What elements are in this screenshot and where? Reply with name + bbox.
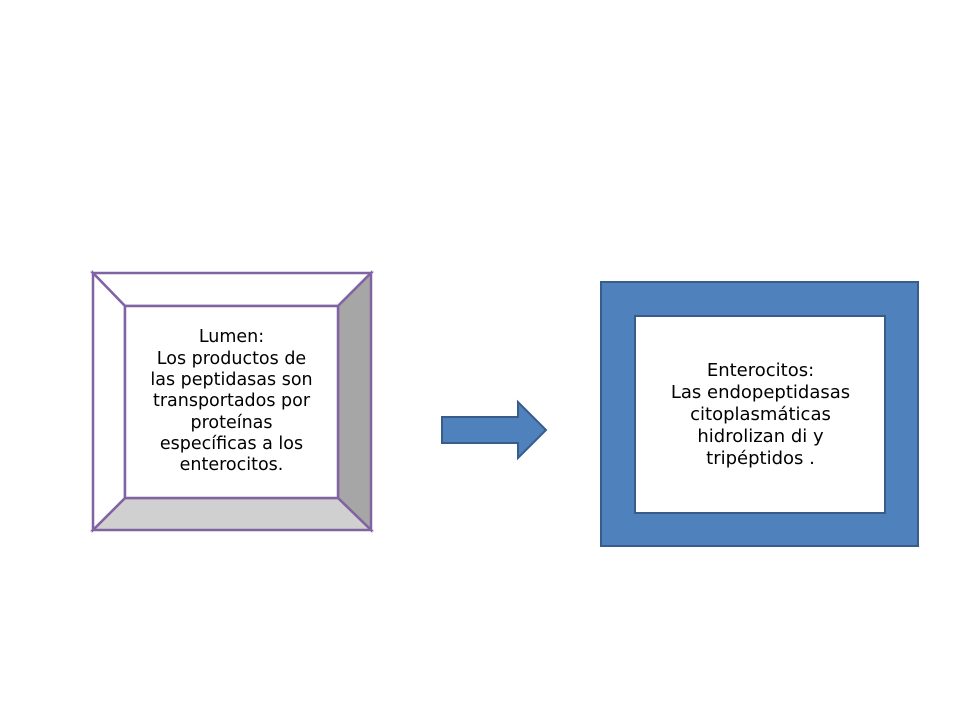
lumen-line-3: transportados por [152, 391, 311, 412]
lumen-line-2: las peptidasas son [150, 369, 313, 390]
bevel-inner-face [123, 304, 340, 500]
enterocitos-line-4: tripéptidos . [706, 447, 815, 469]
enterocitos-line-1: Las endopeptidasas [670, 382, 851, 404]
lumen-bevel-box [89, 269, 375, 534]
enterocitos-line-3: hidrolizan di y [697, 425, 824, 447]
lumen-title: Lumen: [198, 327, 265, 348]
bevel-right-face [336, 269, 373, 533]
enterocitos-line-2: citoplasmáticas [690, 404, 831, 426]
lumen-text: Lumen: Los productos de las peptidasas s… [125, 306, 338, 498]
lumen-line-6: enterocitos. [179, 455, 284, 476]
lumen-line-5: específicas a los [159, 434, 304, 455]
bevel-left-face [91, 269, 127, 534]
enterocitos-text: Enterocitos: Las endopeptidasas citoplas… [636, 341, 885, 489]
lumen-line-1: Los productos de [156, 348, 307, 369]
enterocitos-title: Enterocitos: [706, 360, 815, 382]
right-arrow [441, 399, 548, 461]
lumen-line-4: proteínas [190, 412, 273, 433]
bevel-top-face [90, 271, 375, 308]
bevel-bottom-face [89, 496, 375, 532]
enterocitos-frame-box [600, 281, 919, 547]
frame-inner [634, 315, 886, 514]
